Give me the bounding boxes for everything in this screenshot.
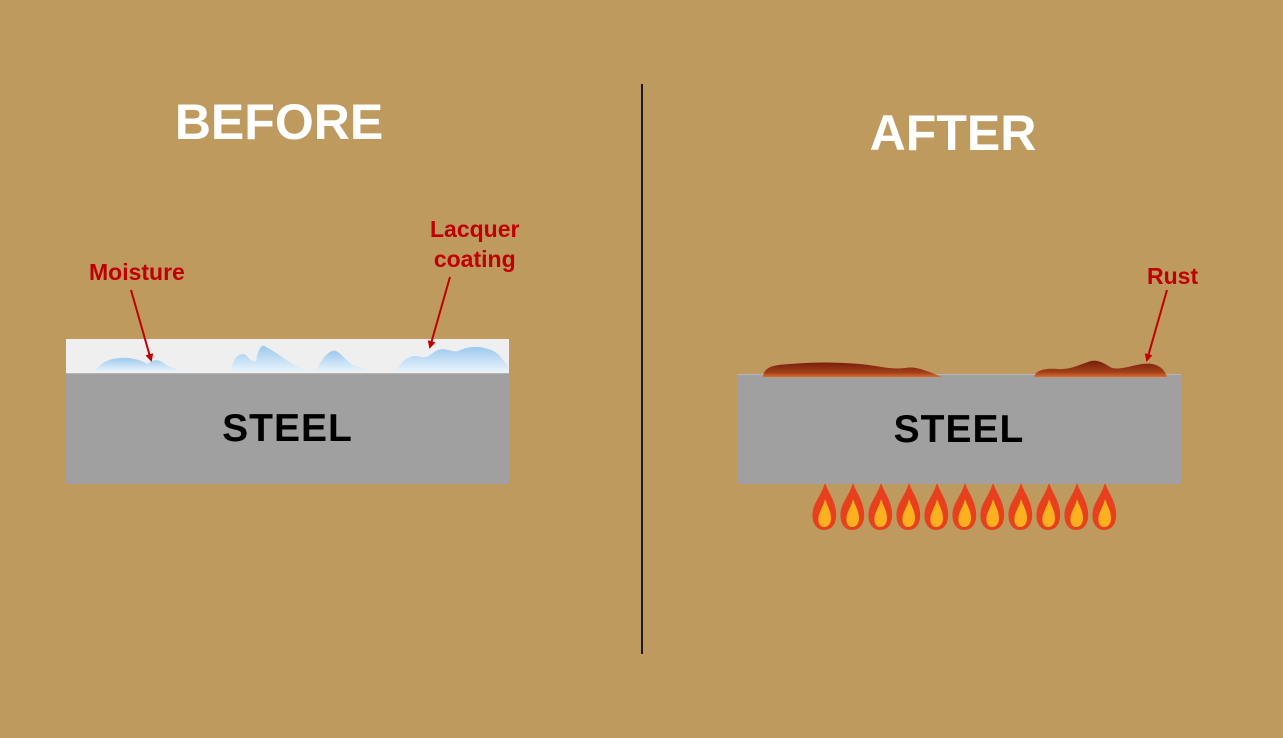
flame-icon bbox=[1064, 483, 1089, 530]
flame-icon bbox=[924, 483, 949, 530]
flame-icon bbox=[1092, 483, 1117, 530]
flame-icon bbox=[812, 483, 837, 530]
flame-icon bbox=[952, 483, 977, 530]
flame-icon bbox=[840, 483, 865, 530]
moisture-drop bbox=[396, 346, 509, 371]
flame-icon bbox=[896, 483, 921, 530]
flame-icon bbox=[980, 483, 1005, 530]
flame-icon bbox=[1036, 483, 1061, 530]
moisture-drop bbox=[316, 350, 376, 371]
panel-divider bbox=[641, 84, 643, 654]
lacquer-arrow bbox=[427, 276, 451, 349]
lacquer-label-line1: Lacquer bbox=[430, 216, 520, 242]
rust-label: Rust bbox=[1147, 263, 1199, 289]
steel-label-before: STEEL bbox=[222, 407, 353, 450]
moisture-label: Moisture bbox=[89, 259, 185, 285]
lacquer-coating-layer bbox=[66, 339, 509, 374]
steel-block-after: STEEL bbox=[737, 374, 1181, 484]
flame-icon bbox=[868, 483, 893, 530]
moisture-drop bbox=[96, 357, 188, 371]
steel-label-after: STEEL bbox=[893, 407, 1025, 451]
moisture-drop bbox=[231, 345, 366, 371]
lacquer-coating-label: Lacquer coating bbox=[430, 214, 519, 274]
after-title: AFTER bbox=[869, 105, 1037, 161]
flame-icon bbox=[1008, 483, 1033, 530]
rust-arrow bbox=[1144, 289, 1168, 362]
lacquer-label-line2: coating bbox=[433, 246, 516, 272]
heat-source-flames bbox=[812, 483, 1117, 530]
moisture-droplets bbox=[96, 345, 509, 371]
before-title: BEFORE bbox=[174, 94, 384, 150]
steel-block-before: STEEL bbox=[66, 373, 509, 484]
